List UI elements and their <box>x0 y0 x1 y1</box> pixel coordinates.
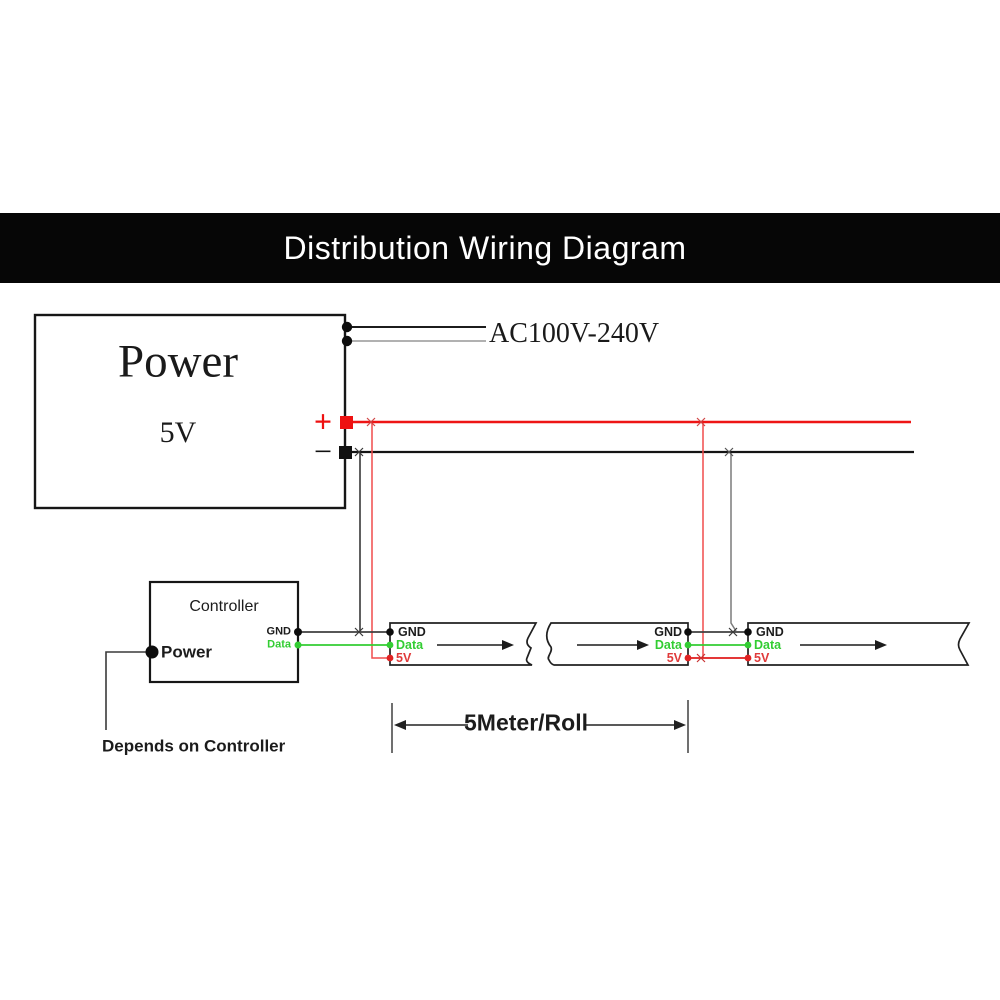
controller-note: Depends on Controller <box>102 736 286 756</box>
direction-arrows <box>437 640 887 650</box>
controller-gnd-pin-label: GND <box>266 625 291 638</box>
junction-mark <box>696 417 706 427</box>
strip2-data-label: Data <box>654 637 682 652</box>
negative-terminal-symbol: − <box>313 433 333 469</box>
strip2-gnd-label: GND <box>654 624 682 639</box>
dimension-annotation <box>391 700 689 753</box>
negative-terminal <box>339 446 352 459</box>
strip1-data-label: Data <box>396 637 424 652</box>
controller-data-pin-label: Data <box>267 638 291 651</box>
title-bar: Distribution Wiring Diagram <box>0 213 1000 283</box>
power-supply-name: Power <box>117 335 239 388</box>
strip2-5v-label: 5V <box>666 650 682 665</box>
controller-wires <box>105 628 389 730</box>
negative-drop-wire-2 <box>730 453 737 632</box>
flow-arrow-head <box>875 640 887 650</box>
dimension-label: 5Meter/Roll <box>464 709 588 736</box>
power-bus-wires <box>352 420 914 659</box>
led-strip-segment-2 <box>546 622 689 666</box>
strip3-gnd-dot <box>744 628 752 636</box>
controller-power-dot <box>145 645 159 659</box>
strip1-5v-label: 5V <box>396 650 412 665</box>
strip1-pins <box>386 628 394 662</box>
controller-power-lead <box>105 651 152 730</box>
junction-mark <box>728 627 738 637</box>
strip3-5v-label: 5V <box>754 650 770 665</box>
strip3-data-dot <box>744 641 752 649</box>
ac-terminal-dot-2 <box>341 335 353 347</box>
junction-mark <box>696 653 706 663</box>
led-strip-segment-1 <box>389 622 538 666</box>
ac-input-wires <box>341 321 486 347</box>
strip2-gnd-dot <box>684 628 692 636</box>
strip2-data-dot <box>684 641 692 649</box>
positive-drop-wire-1 <box>371 423 389 659</box>
strip1-5v-dot <box>386 654 394 662</box>
controller-gnd-dot <box>294 628 302 636</box>
junction-mark <box>354 447 364 457</box>
led-strip-segment-3 <box>747 622 971 666</box>
strip1-gnd-dot <box>386 628 394 636</box>
dimension-arrow-left <box>394 720 406 730</box>
controller-power-pin-label: Power <box>161 642 213 662</box>
power-supply-box <box>33 313 347 510</box>
strip3-5v-dot <box>744 654 752 662</box>
strip1-gnd-label: GND <box>398 624 426 639</box>
strip3-gnd-label: GND <box>756 624 784 639</box>
strip2-5v-dot <box>684 654 692 662</box>
junction-mark <box>354 627 364 637</box>
flow-arrow-head <box>502 640 514 650</box>
flow-arrow-head <box>637 640 649 650</box>
ac-terminal-dot-1 <box>341 321 353 333</box>
junction-mark <box>724 447 734 457</box>
strip-interconnect-wires <box>684 628 752 662</box>
controller-data-dot <box>294 641 302 649</box>
junction-mark <box>366 417 376 427</box>
positive-terminal <box>340 416 353 429</box>
strip1-data-dot <box>386 641 394 649</box>
strip3-data-label: Data <box>754 637 782 652</box>
power-supply-voltage: 5V <box>159 416 197 449</box>
controller-name: Controller <box>189 598 259 615</box>
dimension-arrow-right <box>674 720 686 730</box>
page-title: Distribution Wiring Diagram <box>283 229 687 266</box>
ac-input-label: AC100V-240V <box>489 318 660 349</box>
positive-terminal-symbol: + <box>313 403 333 439</box>
junction-marks <box>354 417 738 663</box>
